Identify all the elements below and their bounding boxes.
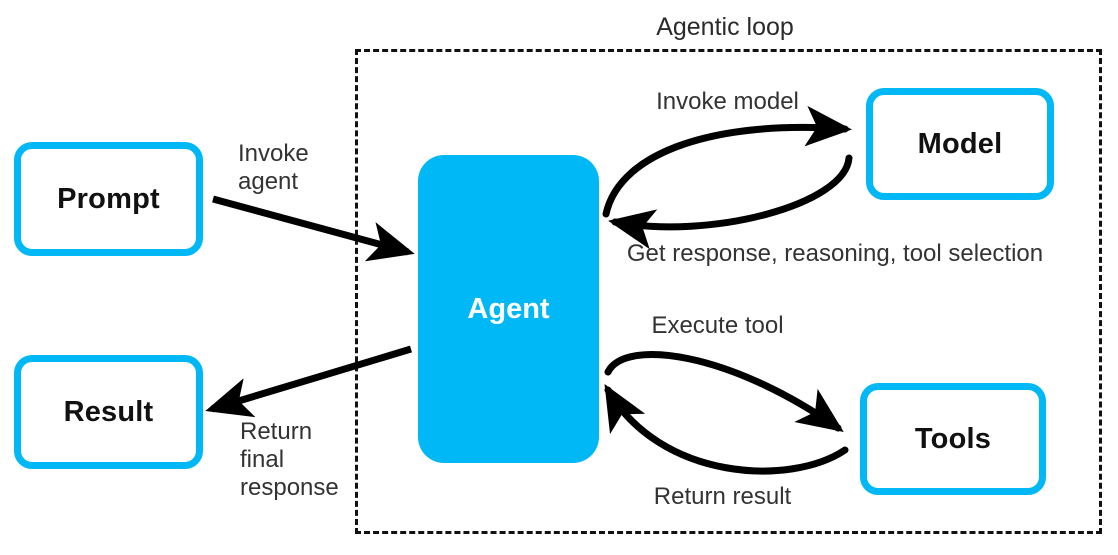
agentic-loop-boundary bbox=[355, 49, 1102, 534]
node-prompt[interactable]: Prompt bbox=[14, 142, 203, 256]
node-result[interactable]: Result bbox=[14, 355, 203, 469]
node-prompt-label: Prompt bbox=[57, 182, 160, 215]
edge-label-execute-tool: Execute tool bbox=[651, 312, 784, 339]
edge-label-return-result: Return result bbox=[653, 483, 792, 510]
node-agent[interactable]: Agent bbox=[418, 155, 599, 463]
node-model[interactable]: Model bbox=[866, 88, 1054, 200]
edge-label-invoke-model: Invoke model bbox=[656, 88, 799, 115]
agentic-loop-title: Agentic loop bbox=[656, 13, 794, 41]
node-agent-label: Agent bbox=[467, 292, 550, 325]
edge-label-invoke-agent: Invoke agent bbox=[238, 140, 309, 196]
node-tools[interactable]: Tools bbox=[860, 383, 1046, 495]
node-result-label: Result bbox=[63, 395, 154, 428]
node-tools-label: Tools bbox=[914, 422, 992, 455]
edge-label-return-final-response: Return final response bbox=[240, 418, 339, 502]
node-model-label: Model bbox=[917, 127, 1003, 160]
edge-label-get-response: Get response, reasoning, tool selection bbox=[626, 240, 1044, 267]
